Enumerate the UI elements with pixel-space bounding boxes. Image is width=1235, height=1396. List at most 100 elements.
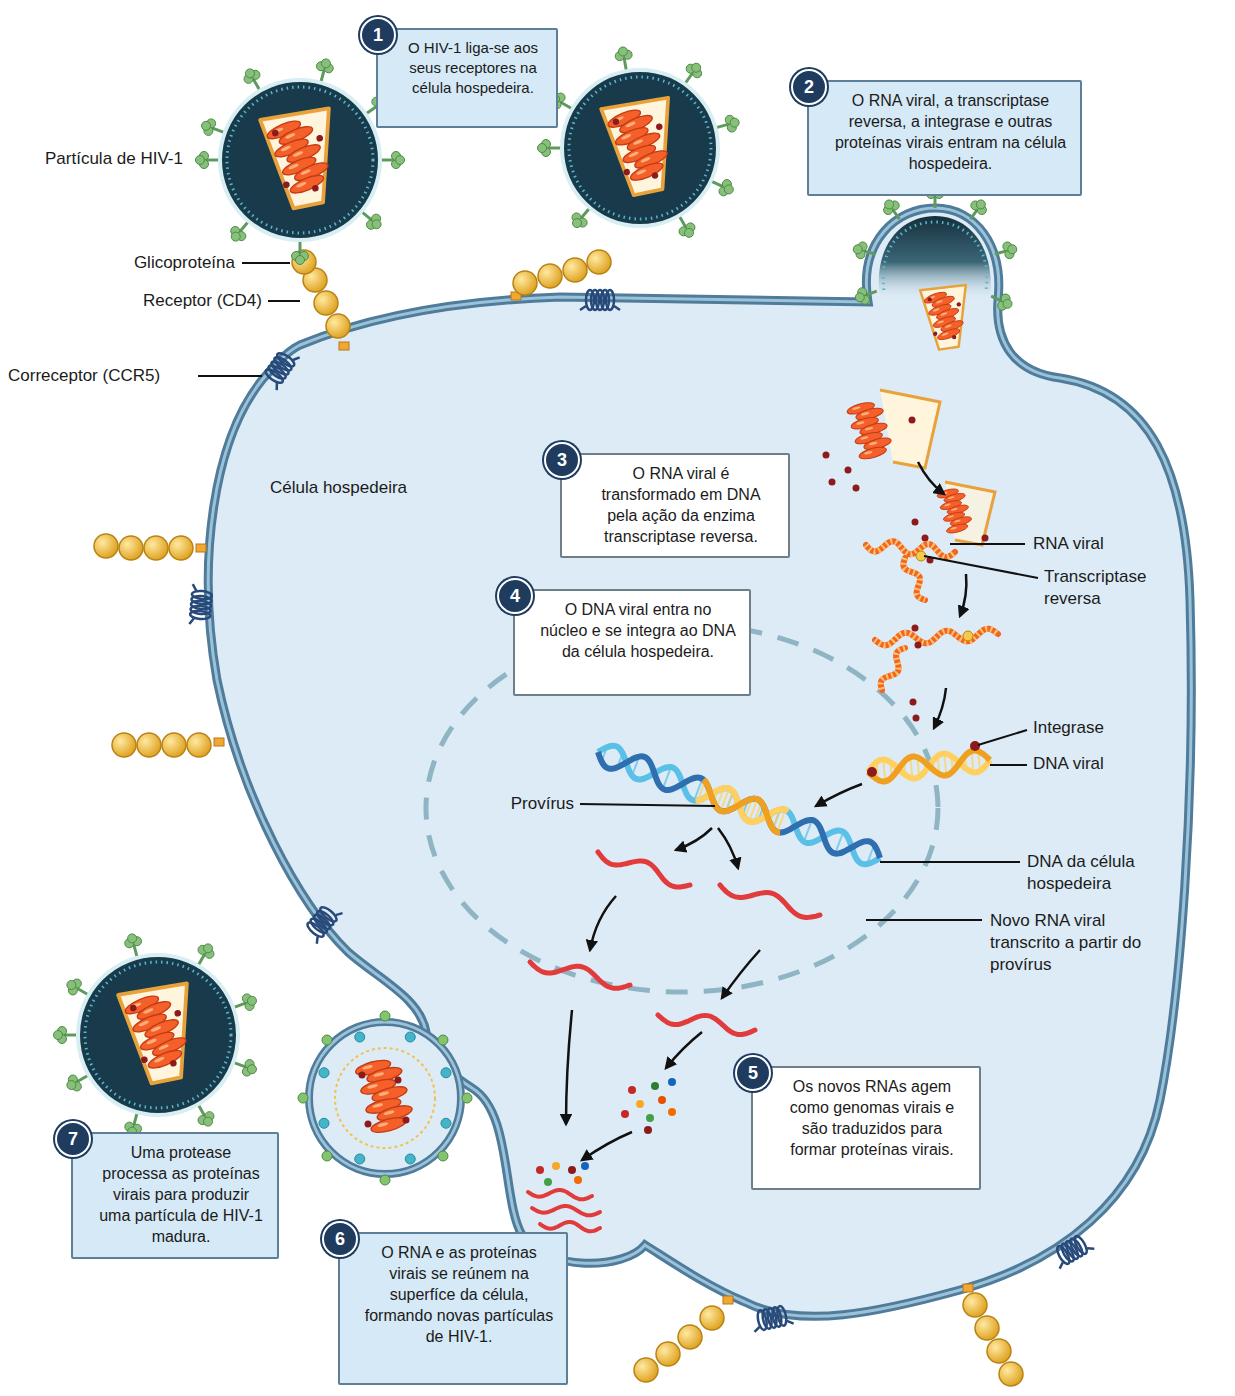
- step-box: 1O HIV-1 liga-se aos seus receptores na …: [376, 28, 558, 128]
- capsid: [260, 108, 342, 211]
- callout-number: 5: [735, 1055, 771, 1091]
- viral-rna-coil: [362, 1064, 373, 1070]
- viral-rna-coil: [936, 300, 943, 304]
- cd4-receptor: [963, 1284, 973, 1292]
- viral-rna-strand: [903, 558, 925, 600]
- budding-particle: [438, 1151, 448, 1161]
- viral-rna-coil: [367, 1083, 378, 1089]
- cd4-receptor: [587, 250, 611, 274]
- viral-protein-dot: [359, 1072, 366, 1079]
- viral-protein-dot: [646, 1114, 654, 1122]
- viral-rna-coil: [378, 1091, 389, 1097]
- step-box: 7Uma protease processa as proteínas vira…: [71, 1132, 279, 1259]
- process-arrow: [722, 950, 760, 998]
- viral-rna-strand: [903, 558, 925, 600]
- callout-number: 7: [55, 1121, 91, 1157]
- process-arrow: [582, 1132, 632, 1160]
- cd4-receptor: [339, 342, 349, 350]
- cd4-receptor: [169, 536, 193, 560]
- process-arrow: [718, 828, 738, 868]
- callout-number: 4: [497, 578, 533, 614]
- glycoprotein-spike: [976, 200, 985, 209]
- mature-hiv-particle: [54, 934, 257, 1136]
- leader-line: [978, 730, 1027, 745]
- viral-protein-dot: [170, 1060, 177, 1067]
- part-label: Partícula de HIV-1: [45, 148, 215, 170]
- viral-protein-dot: [312, 185, 319, 192]
- entering-virus: [855, 288, 876, 305]
- viral-rna-coil: [288, 163, 299, 170]
- glycoprotein-spike: [244, 69, 261, 93]
- glycoprotein-spike: [128, 934, 137, 943]
- cd4-receptor: [700, 1306, 724, 1330]
- viral-rna-coil: [372, 1103, 383, 1109]
- step-text: O DNA viral entra no núcleo e se integra…: [539, 599, 737, 662]
- glycoprotein-spike: [202, 121, 211, 130]
- viral-protein-dot: [956, 302, 961, 307]
- budding-particle: [462, 1093, 472, 1103]
- viral-rna-coil: [941, 332, 948, 336]
- ccr5-coreceptor: [1058, 1245, 1095, 1268]
- cd4-receptor: [513, 271, 537, 295]
- glycoprotein-spike: [1008, 245, 1017, 254]
- entering-virus: [971, 200, 987, 219]
- cd4-receptor: [975, 1316, 999, 1340]
- viral-protein-dot: [933, 331, 938, 336]
- budding-particle: [309, 1022, 461, 1174]
- viral-rna-coil: [150, 1025, 161, 1032]
- provirus-helix: [704, 779, 781, 832]
- viral-rna-coil: [951, 508, 958, 512]
- viral-rna-strand: [866, 541, 955, 557]
- viral-dna-strand: [875, 629, 998, 646]
- step-text: Os novos RNAs agem como genomas virais e…: [777, 1076, 967, 1160]
- viral-rna-coil: [625, 121, 636, 128]
- glycoprotein-spike: [247, 1065, 256, 1074]
- step-text: Uma protease processa as proteínas virai…: [97, 1142, 265, 1248]
- callout-number: 3: [544, 442, 580, 478]
- ccr5-coreceptor: [1050, 1231, 1095, 1268]
- viral-protein-dot: [544, 1178, 552, 1186]
- glycoprotein-spike: [684, 63, 702, 86]
- viral-rna-coil: [948, 496, 955, 500]
- process-arrow: [918, 462, 944, 494]
- glycoprotein-spike: [67, 981, 76, 990]
- step-box: 4O DNA viral entra no núcleo e se integr…: [513, 589, 751, 696]
- viral-protein-dot: [829, 479, 836, 486]
- viral-rna-coil: [865, 426, 874, 431]
- viral-dna-strand: [875, 629, 998, 646]
- assembling-rna: [528, 1190, 592, 1199]
- viral-protein-dot: [316, 134, 323, 141]
- new-viral-rna: [720, 885, 820, 917]
- entering-virus: [883, 222, 987, 290]
- glycoprotein-spike: [197, 944, 214, 968]
- viral-rna-coil: [950, 526, 957, 530]
- viral-protein-dot: [130, 1004, 137, 1011]
- glycoprotein-spike: [396, 156, 405, 165]
- new-viral-rna: [720, 885, 820, 917]
- part-label: Novo RNA viral transcrito a partir do pr…: [990, 910, 1150, 976]
- part-label: Transcriptase reversa: [1044, 566, 1169, 610]
- host-cell: [208, 208, 1191, 1316]
- process-arrow: [934, 688, 946, 728]
- glycoprotein-spike: [678, 214, 695, 238]
- viral-protein-dot: [927, 297, 932, 302]
- cd4-receptor: [112, 733, 136, 757]
- viral-protein-dot: [823, 452, 830, 459]
- glycoprotein-spike: [730, 118, 739, 127]
- viral-protein-dot: [912, 625, 919, 632]
- cd4-receptor: [963, 1284, 1023, 1386]
- viral-rna-coil: [296, 181, 307, 188]
- viral-rna-coil: [936, 327, 961, 342]
- hiv-particle: [538, 47, 740, 237]
- ccr5-coreceptor: [754, 1320, 794, 1332]
- viral-rna-coil: [354, 1055, 416, 1135]
- viral-rna-coil: [940, 312, 947, 316]
- budding-particle: [405, 1154, 415, 1164]
- glycoprotein-spike: [885, 200, 894, 209]
- cd4-receptor: [999, 1362, 1023, 1386]
- viral-rna-coil: [370, 1115, 408, 1136]
- budding-particle: [405, 1032, 415, 1042]
- glycoprotein-spike: [1003, 299, 1012, 308]
- viral-protein-dot: [651, 1082, 659, 1090]
